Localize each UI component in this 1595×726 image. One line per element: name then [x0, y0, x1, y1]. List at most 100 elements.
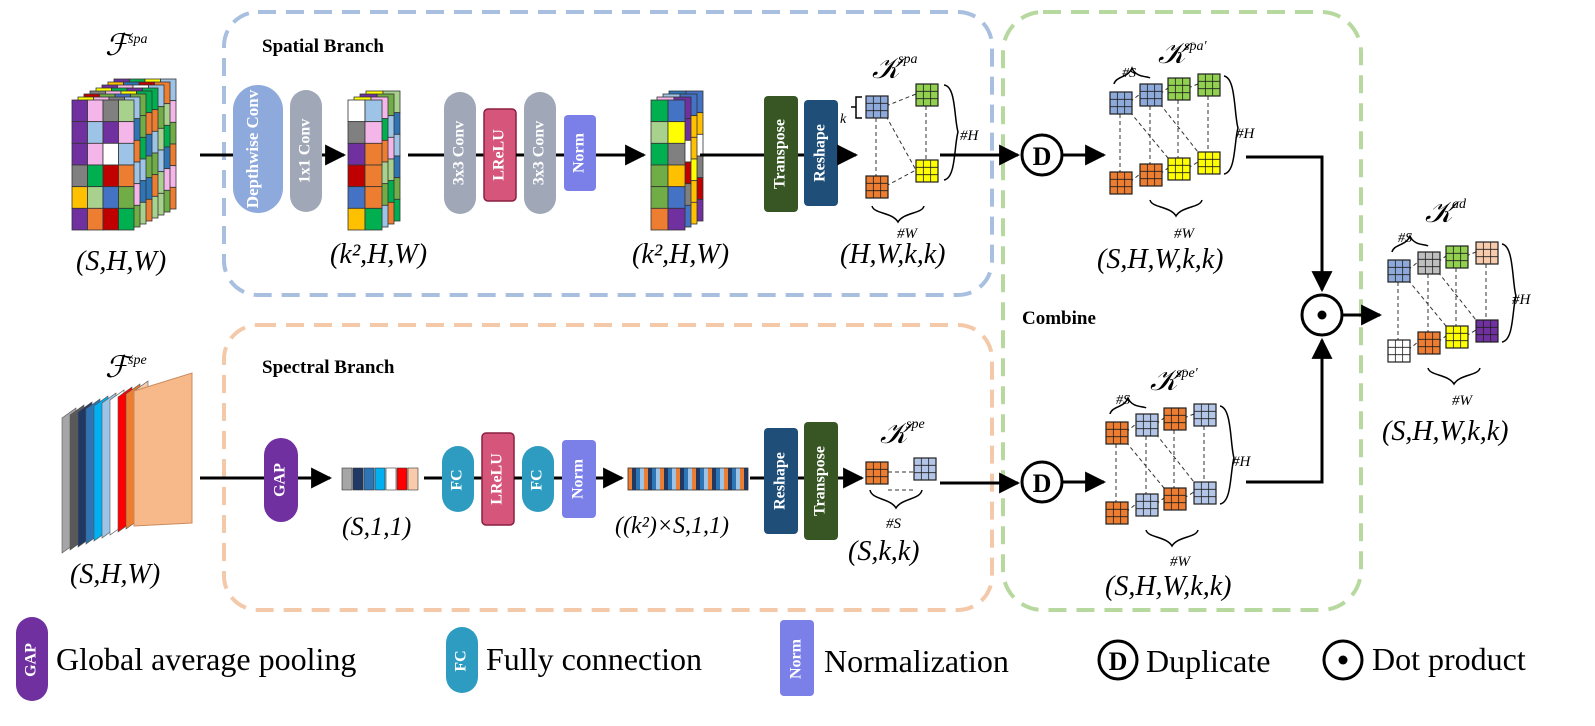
kernel-spa-k-label: k [840, 112, 847, 127]
kernel-spa-h-label: #H [960, 128, 980, 144]
transpose-block-spatial: Transpose [764, 96, 798, 212]
out-s-label: #S [1398, 231, 1412, 246]
svg-text:D: D [1033, 469, 1052, 498]
spatial-branch-title: Spatial Branch [262, 36, 384, 57]
legend-duplicate: D Duplicate [1097, 639, 1270, 681]
conv-1x1-block: 1x1 Conv [290, 90, 322, 212]
spatial-input-shape: (S,H,W) [76, 246, 166, 277]
reshape-block-spectral: Reshape [764, 428, 798, 534]
svg-text:FC: FC [453, 650, 470, 671]
kernel-spa-shape: (H,W,k,k) [840, 239, 945, 270]
svg-text:Depthwise Conv: Depthwise Conv [243, 89, 262, 208]
fc-block-a: FC [442, 446, 474, 512]
spatial-mid-shape-2: (k²,H,W) [632, 239, 729, 270]
svg-text:spe: spe [128, 353, 147, 368]
kernel-ad-grid [1387, 233, 1517, 386]
spectral-branch-title: Spectral Branch [262, 357, 395, 378]
svg-text:Norm: Norm [570, 458, 587, 499]
gap-block: GAP [264, 438, 298, 522]
kernel-spa-prime-label: 𝒦 spa′ [1158, 37, 1207, 70]
spectral-input-label: ℱ spe [105, 351, 147, 384]
lrelu-block-spectral: LReLU [481, 432, 515, 526]
svg-text:Transpose: Transpose [772, 119, 789, 189]
svg-text:GAP: GAP [23, 643, 40, 677]
svg-text:ad: ad [1452, 197, 1467, 212]
combine-box [1001, 10, 1363, 612]
svg-text:Fully connection: Fully connection [486, 641, 702, 677]
svg-text:FC: FC [449, 469, 466, 490]
spatial-input-label: ℱ spa [105, 29, 147, 62]
spectral-vector [341, 467, 419, 491]
duplicate-bottom: D [1020, 460, 1064, 504]
spectral-vec-shape: (S,1,1) [342, 512, 411, 541]
spatial-feature-stack-2 [650, 90, 704, 231]
lrelu-block-spatial: LReLU [483, 108, 517, 202]
conv-3x3-block-a: 3x3 Conv [444, 92, 476, 214]
kernel-spe-s-label: #S [886, 516, 902, 532]
kernel-ad-label: 𝒦 ad [1425, 196, 1467, 229]
kernel-spe-prime-shape: (S,H,W,k,k) [1105, 571, 1231, 602]
svg-text:D: D [1033, 142, 1052, 171]
dot-product-node [1300, 293, 1344, 337]
bottom-h-label: #H [1232, 454, 1252, 470]
reshape-block-spatial: Reshape [804, 100, 838, 206]
bottom-w-label: #W [1170, 554, 1192, 570]
svg-text:spe: spe [906, 417, 925, 432]
svg-text:Dot product: Dot product [1372, 641, 1526, 677]
svg-text:1x1 Conv: 1x1 Conv [297, 119, 314, 183]
svg-text:Norm: Norm [571, 132, 588, 173]
svg-text:Normalization: Normalization [824, 643, 1009, 679]
transpose-block-spectral: Transpose [804, 422, 838, 540]
kernel-spe-shape: (S,k,k) [848, 536, 920, 567]
svg-text:D: D [1109, 647, 1128, 676]
svg-text:FC: FC [529, 469, 546, 490]
legend-gap: GAP Global average pooling [16, 617, 356, 701]
combine-title: Combine [1022, 308, 1096, 329]
kernel-spe-grid [865, 457, 937, 510]
legend-fc: FC Fully connection [446, 627, 702, 693]
spectral-input-slabs [61, 372, 193, 554]
kernel-spa-label: 𝒦 spa [872, 52, 917, 85]
svg-text:Duplicate: Duplicate [1146, 643, 1270, 679]
svg-text:spe′: spe′ [1176, 366, 1199, 381]
legend-norm: Norm Normalization [780, 620, 1009, 696]
norm-block-spectral: Norm [562, 440, 596, 518]
svg-text:Global average pooling: Global average pooling [56, 641, 356, 677]
svg-text:spa: spa [128, 32, 147, 47]
spectral-long-vector [627, 467, 749, 491]
depthwise-conv-block: Depthwise Conv [233, 85, 283, 213]
kernel-ad-shape: (S,H,W,k,k) [1382, 416, 1508, 447]
svg-text:3x3 Conv: 3x3 Conv [451, 121, 468, 185]
svg-text:Norm: Norm [788, 638, 805, 679]
kernel-spa-prime-grid [1109, 65, 1239, 218]
kernel-spe-prime-label: 𝒦 spe′ [1150, 364, 1199, 397]
bottom-s-label: #S [1116, 393, 1130, 408]
svg-text:Reshape: Reshape [772, 452, 789, 510]
top-h-label: #H [1236, 126, 1256, 142]
spectral-mid-shape: ((k²)×S,1,1) [615, 513, 729, 539]
svg-text:spa′: spa′ [1184, 39, 1207, 54]
svg-text:LReLU: LReLU [491, 129, 508, 181]
svg-text:GAP: GAP [272, 463, 289, 497]
svg-text:Reshape: Reshape [812, 124, 829, 182]
spectral-branch-box [222, 323, 994, 612]
top-s-label: #S [1122, 66, 1136, 81]
kernel-spe-prime-grid [1105, 395, 1235, 548]
spectral-input-shape: (S,H,W) [70, 559, 160, 590]
svg-text:spa: spa [898, 52, 917, 67]
kernel-spa-w-label: #W [897, 226, 919, 242]
svg-text:Transpose: Transpose [812, 446, 829, 516]
norm-block-spatial: Norm [564, 115, 596, 191]
spatial-input-feature-stack [71, 78, 177, 231]
fc-block-b: FC [522, 446, 554, 512]
out-w-label: #W [1452, 393, 1474, 409]
svg-text:LReLU: LReLU [489, 453, 506, 505]
kernel-spa-prime-shape: (S,H,W,k,k) [1097, 244, 1223, 275]
spatial-feature-stack-1 [347, 90, 401, 231]
duplicate-top: D [1020, 133, 1064, 177]
top-w-label: #W [1174, 226, 1196, 242]
out-h-label: #H [1512, 292, 1532, 308]
spatial-mid-shape-1: (k²,H,W) [330, 239, 427, 270]
conv-3x3-block-b: 3x3 Conv [524, 92, 556, 214]
